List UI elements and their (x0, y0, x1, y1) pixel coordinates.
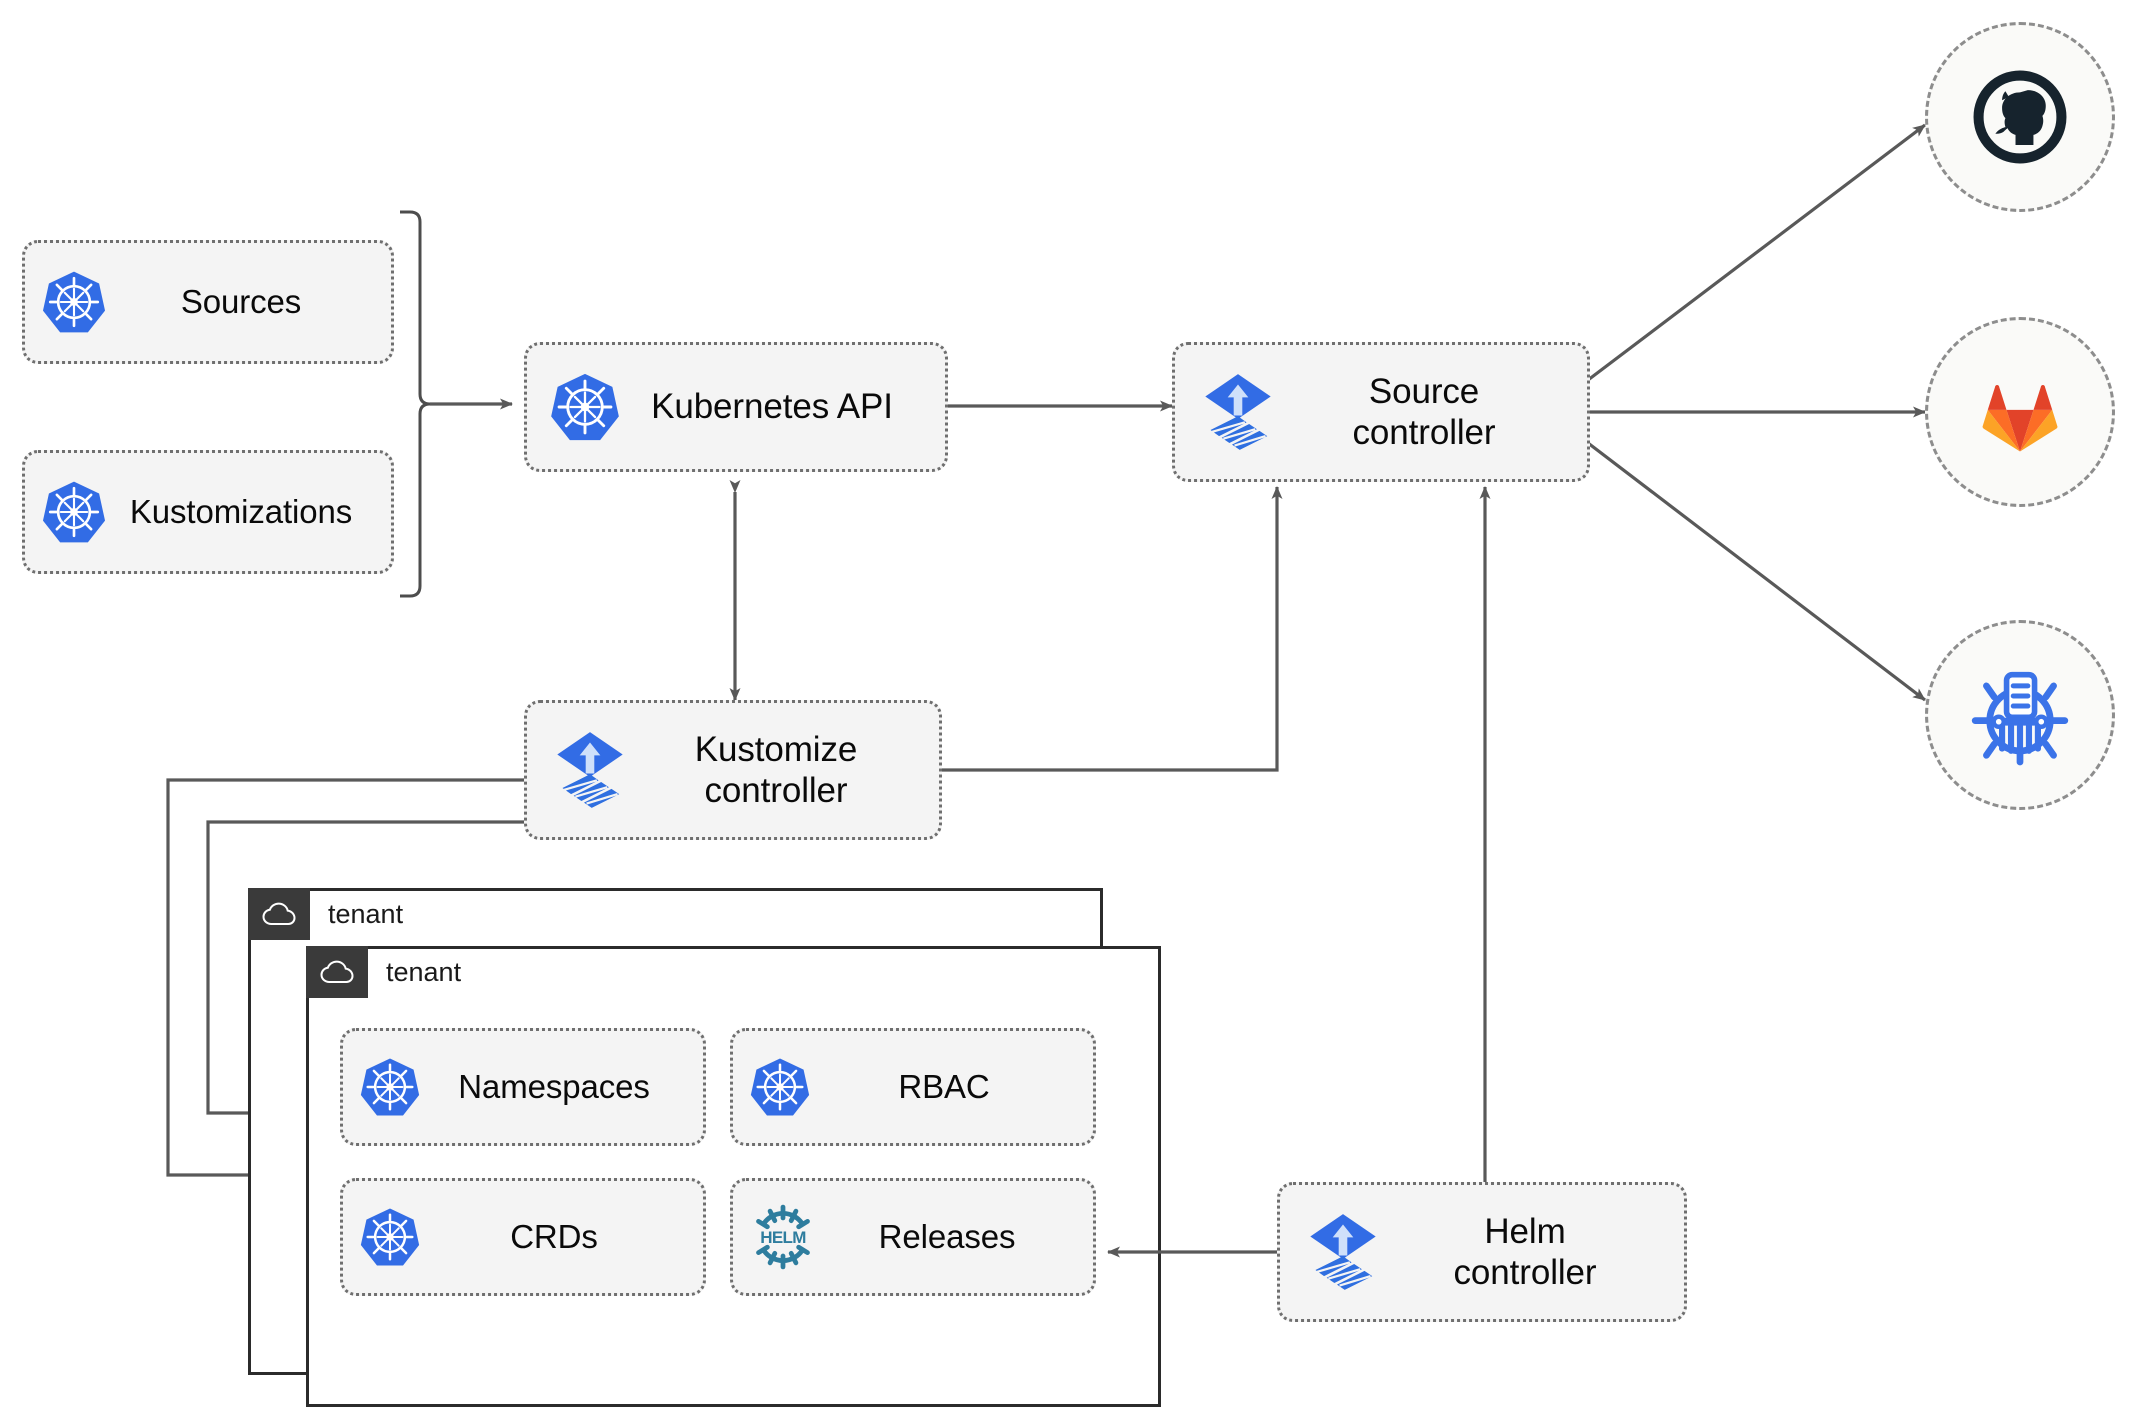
resource-node-kustomizations[interactable]: Kustomizations (22, 450, 394, 574)
node-label-kubernetes-api: Kubernetes API (651, 387, 893, 427)
resource-label-kustomizations: Kustomizations (129, 492, 353, 530)
edge-sourcecontroller-registry (1587, 441, 1926, 702)
node-label-helm-controller: Helm controller (1453, 1211, 1597, 1292)
github-icon (1973, 70, 2067, 164)
edge-sourcecontroller-github (1587, 123, 1926, 382)
gitlab-icon (1982, 384, 2058, 452)
tenant-icon-badge-outer (248, 888, 310, 940)
tenant-label-inner: tenant (386, 956, 462, 987)
tenant-header-inner: tenant (306, 946, 461, 998)
registry-icon (1971, 671, 2069, 766)
tenant-resource-rbac[interactable]: RBAC (730, 1028, 1096, 1146)
tenant-resource-label-rbac: RBAC (898, 1067, 990, 1105)
node-label-kustomize-controller: Kustomize controller (694, 729, 858, 810)
edge-resources-bracket (400, 210, 513, 598)
tenant-resource-namespaces[interactable]: Namespaces (340, 1028, 706, 1146)
tenant-container-inner (306, 946, 1161, 1407)
edge-kustomizecontroller-sourcecontroller (942, 486, 1283, 772)
kubernetes-icon (41, 269, 107, 335)
tenant-resource-label-releases: Releases (878, 1217, 1016, 1255)
kubernetes-icon (359, 1206, 421, 1268)
kubernetes-icon (359, 1056, 421, 1118)
tenant-resource-label-crds: CRDs (510, 1217, 598, 1255)
node-kustomize-controller[interactable]: Kustomize controller (524, 700, 942, 840)
tenant-resource-label-namespaces: Namespaces (458, 1067, 650, 1105)
provider-github[interactable] (1925, 22, 2115, 212)
kubernetes-icon (41, 479, 107, 545)
svg-text:HELM: HELM (760, 1228, 806, 1247)
node-label-source-controller: Source controller (1352, 371, 1496, 452)
resource-label-sources: Sources (180, 282, 302, 320)
flux-icon (1300, 1209, 1386, 1295)
flux-icon (1195, 369, 1281, 455)
node-helm-controller[interactable]: Helm controller (1277, 1182, 1687, 1322)
tenant-resource-releases[interactable]: HELM Releases (730, 1178, 1096, 1296)
provider-container-registry[interactable] (1925, 620, 2115, 810)
tenant-resource-crds[interactable]: CRDs (340, 1178, 706, 1296)
resource-node-sources[interactable]: Sources (22, 240, 394, 364)
flux-icon (547, 727, 633, 813)
node-source-controller[interactable]: Source controller (1172, 342, 1590, 482)
cloud-icon (262, 902, 296, 925)
provider-gitlab[interactable] (1925, 317, 2115, 507)
tenant-icon-badge-inner (306, 946, 368, 998)
helm-icon: HELM (749, 1203, 817, 1271)
tenant-header-outer: tenant (248, 888, 403, 940)
tenant-label-outer: tenant (328, 898, 404, 929)
node-kubernetes-api[interactable]: Kubernetes API (524, 342, 948, 472)
kubernetes-icon (749, 1056, 811, 1118)
cloud-icon (320, 960, 354, 983)
kubernetes-icon (549, 371, 621, 443)
